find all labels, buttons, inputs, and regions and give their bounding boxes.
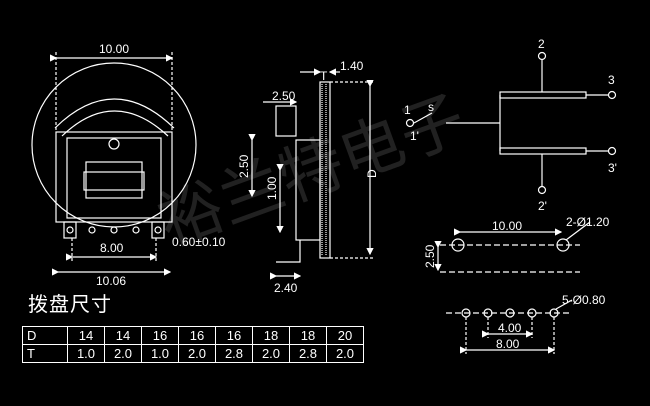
- side-view: [248, 68, 375, 280]
- table-row: D 14 14 16 16 16 18 18 20: [22, 326, 364, 345]
- schematic: [405, 51, 617, 195]
- housing-inner: [66, 137, 162, 219]
- node-1: [405, 118, 415, 128]
- resistor-top: [499, 91, 587, 99]
- switch-label: s: [428, 100, 434, 114]
- footprint-bottom: [446, 299, 573, 354]
- dim-height: 2.50: [237, 154, 251, 178]
- dim-foot: 2.40: [274, 281, 298, 295]
- table-cell: 16: [215, 326, 253, 345]
- resistor-bottom: [499, 147, 587, 155]
- shaft-hole: [108, 138, 120, 150]
- fp-top-row: 2.50: [423, 244, 437, 268]
- dial-size-table: D 14 14 16 16 16 18 18 20 T 1.0 2.0 1.0 …: [22, 326, 364, 363]
- table-cell: 2.8: [289, 344, 327, 363]
- dim-pin: 0.60±0.10: [172, 235, 226, 249]
- fp-bottom-pitch: 4.00: [498, 321, 522, 335]
- dim-width-bottom: 10.06: [96, 274, 126, 288]
- pin-1p-label: 1': [410, 129, 419, 143]
- table-cell: 18: [252, 326, 290, 345]
- table-cell: 1.0: [67, 344, 105, 363]
- pin-3p-label: 3': [608, 161, 617, 175]
- center-slot: [83, 171, 145, 191]
- table-cell: 16: [141, 326, 179, 345]
- housing: [55, 131, 173, 223]
- dial-table-title: 拨盘尺寸: [28, 292, 112, 316]
- center-window: [85, 161, 143, 199]
- table-cell: 2.0: [104, 344, 142, 363]
- body: [295, 139, 321, 241]
- front-view: [31, 52, 197, 276]
- dim-offset: 1.00: [265, 176, 279, 200]
- table-cell: 1.0: [141, 344, 179, 363]
- dim-diameter: D: [365, 169, 379, 178]
- table-cell: 2.0: [178, 344, 216, 363]
- table-row: T 1.0 2.0 1.0 2.0 2.8 2.0 2.8 2.0: [22, 344, 364, 363]
- fp-top-holes: 2-Ø1.20: [566, 215, 610, 229]
- table-cell: 14: [67, 326, 105, 345]
- dim-width-top: 10.00: [99, 42, 129, 56]
- table-cell: 16: [178, 326, 216, 345]
- node-3: [607, 90, 617, 100]
- top-tab: [275, 105, 297, 137]
- table-cell: 14: [104, 326, 142, 345]
- dim-depth: 2.50: [272, 89, 296, 103]
- marker-t: T: [320, 69, 328, 83]
- table-cell: 20: [326, 326, 364, 345]
- node-2: [537, 51, 547, 61]
- dial-arc: [54, 98, 175, 129]
- node-2p: [537, 185, 547, 195]
- fp-bottom-span: 8.00: [496, 337, 520, 351]
- pin-3-label: 3: [608, 73, 615, 87]
- table-cell: 2.8: [215, 344, 253, 363]
- pin-row: [63, 221, 165, 239]
- fp-bottom-holes: 5-Ø0.80: [562, 293, 606, 307]
- node-3p: [607, 146, 617, 156]
- footprint-top: [434, 221, 591, 273]
- pin-2-label: 2: [538, 37, 545, 51]
- pin-1-label: 1: [404, 103, 411, 117]
- row-label: T: [22, 344, 68, 363]
- pin-2p-label: 2': [538, 199, 547, 213]
- row-label: D: [22, 326, 68, 345]
- fp-top-spacing: 10.00: [492, 219, 522, 233]
- table-cell: 2.0: [252, 344, 290, 363]
- table-cell: 2.0: [326, 344, 364, 363]
- dim-window: 8.00: [100, 241, 124, 255]
- table-cell: 18: [289, 326, 327, 345]
- foot: [276, 240, 301, 263]
- dim-thickness: 1.40: [340, 59, 364, 73]
- dial-arc-inner: [61, 110, 169, 137]
